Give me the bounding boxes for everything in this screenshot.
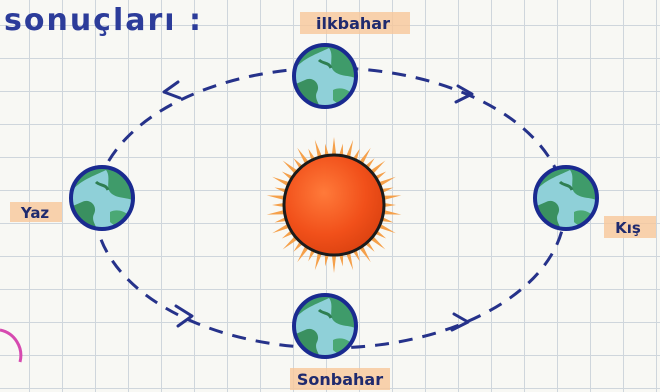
label-winter: Kış: [615, 219, 641, 237]
label-autumn: Sonbahar: [297, 370, 383, 389]
earth-icon-spring: [285, 36, 359, 112]
label-summer: Yaz: [20, 204, 50, 222]
earth-icon-autumn: [285, 286, 359, 362]
margin-mark: [0, 330, 21, 362]
label-spring: ilkbahar: [316, 14, 390, 33]
earth-icon-winter: [526, 158, 600, 234]
earth-icon-summer: [62, 158, 136, 234]
heading-text: sonuçları :: [4, 3, 203, 38]
sun-icon: [284, 155, 384, 255]
